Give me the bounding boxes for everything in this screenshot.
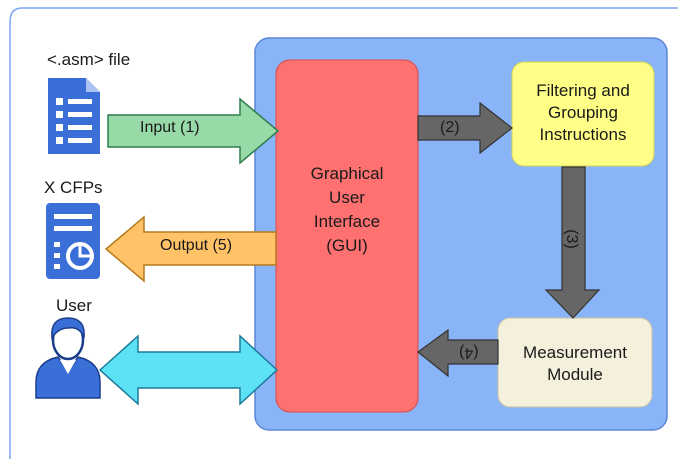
xcfps-label: X CFPs — [44, 178, 103, 197]
step4-label: (4) — [459, 344, 479, 361]
outer-frame — [9, 7, 678, 459]
step3-arrow — [544, 166, 601, 319]
user-arrow — [98, 334, 279, 406]
measure-line2: Module — [547, 365, 603, 384]
filter-line1: Filtering and — [536, 81, 630, 100]
user-label: User — [56, 296, 92, 315]
filter-line2: Grouping — [548, 103, 618, 122]
step4-arrow — [417, 328, 499, 378]
filtering-text: Filtering and Grouping Instructions — [512, 80, 654, 146]
gui-line2: User — [329, 188, 365, 207]
document-list-icon — [48, 78, 100, 154]
user-icon — [35, 317, 101, 399]
step2-label: (2) — [440, 119, 460, 136]
input-label: Input (1) — [140, 119, 200, 136]
measure-line1: Measurement — [523, 343, 627, 362]
step3-label: (3) — [562, 229, 580, 249]
filter-line3: Instructions — [539, 125, 627, 144]
gui-line3: Interface — [313, 212, 381, 231]
asm-file-label: <.asm> file — [47, 50, 131, 69]
gui-line1: Graphical — [310, 164, 384, 183]
gui-line4: (GUI) — [326, 236, 368, 255]
report-chart-icon — [46, 203, 100, 279]
measurement-text: Measurement Module — [498, 342, 652, 386]
filtering-box — [511, 61, 655, 167]
input-arrow — [107, 97, 280, 165]
gui-text: Graphical User Interface (GUI) — [276, 162, 418, 258]
step2-arrow — [417, 101, 513, 155]
output-label: Output (5) — [160, 237, 233, 254]
output-arrow — [104, 215, 277, 283]
